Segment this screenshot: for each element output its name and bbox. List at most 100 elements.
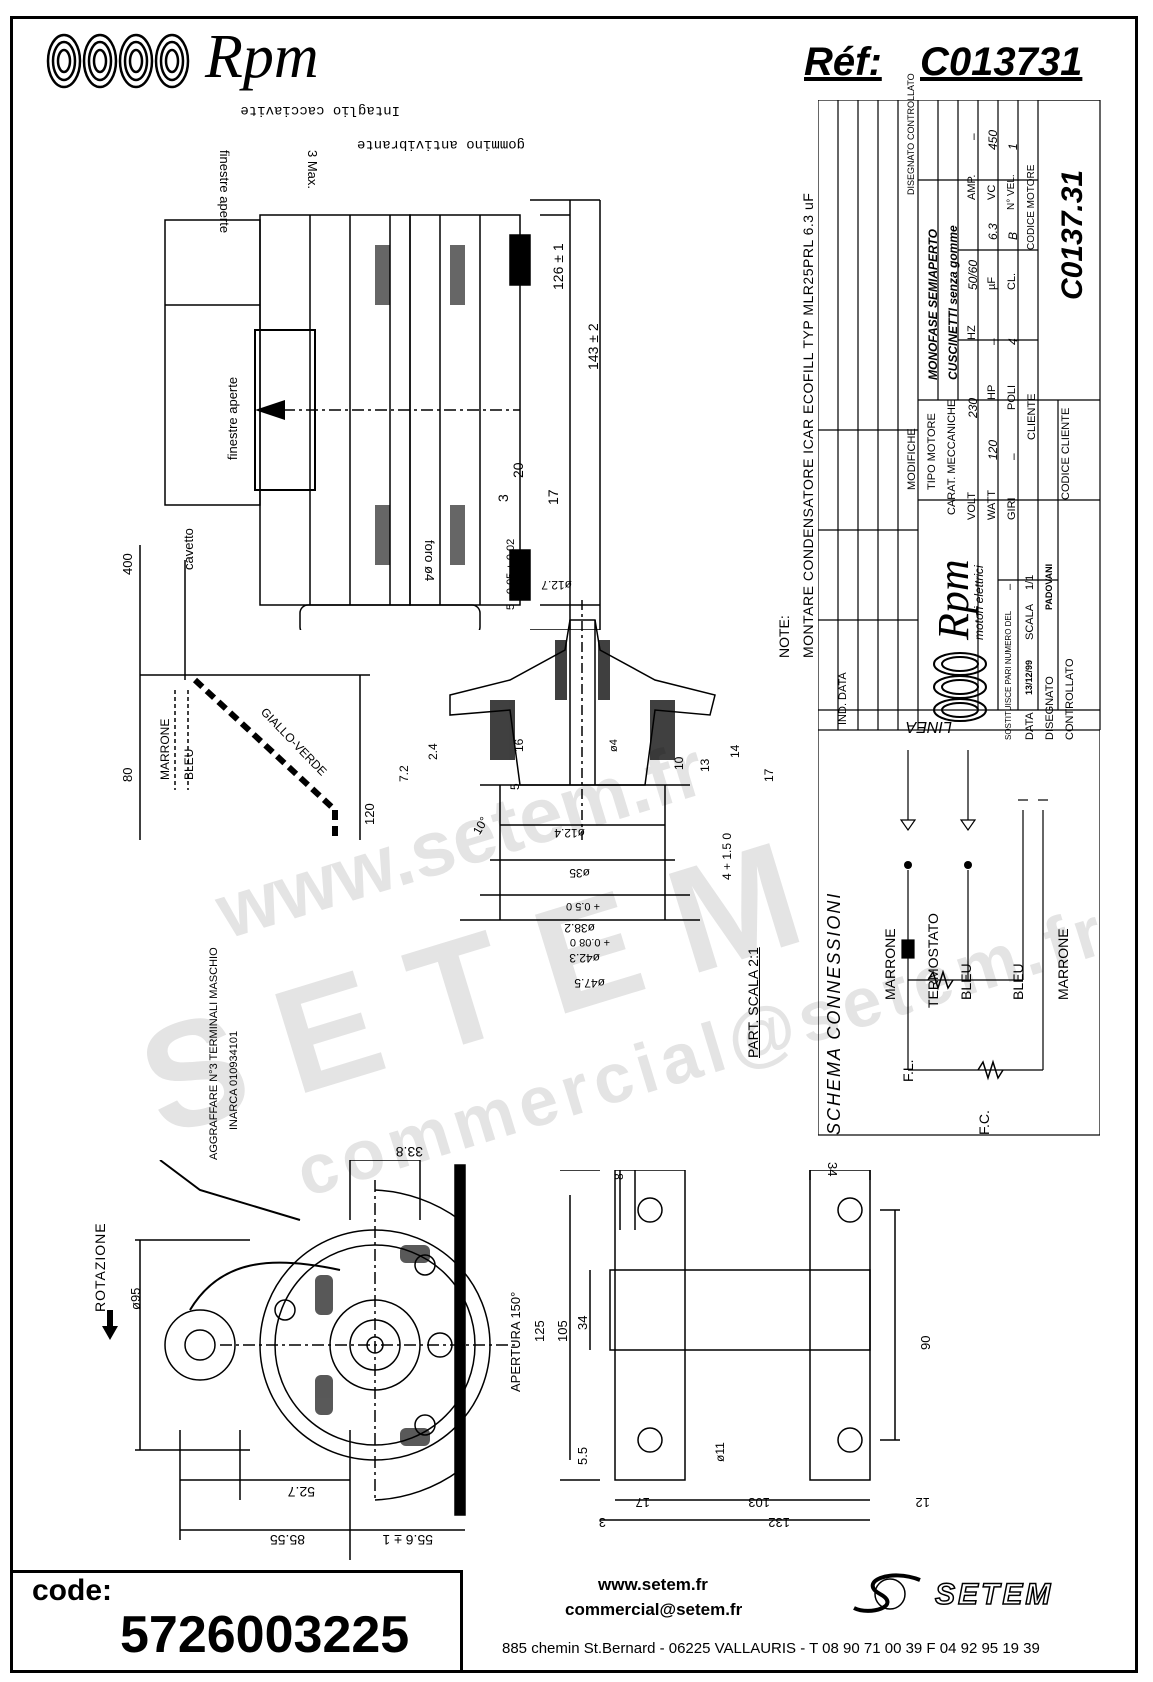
bracket-d90: 90 — [918, 1335, 933, 1350]
front-d556: 55.6 ± 1 — [382, 1532, 434, 1548]
tb-data-value: 13/12/99 — [1024, 659, 1034, 695]
part-d127: ø12.7 — [541, 578, 572, 592]
front-d8555: 85.55 — [269, 1532, 305, 1548]
bracket-d34-top: 34 — [825, 1162, 840, 1177]
part-d423: ø42.3 — [569, 951, 600, 965]
part-scale-label: PART. SCALA 2:1 — [745, 947, 761, 1058]
tb-controllato-label: CONTROLLATO — [1064, 658, 1076, 741]
schema-marrone2: MARRONE — [1055, 928, 1071, 1000]
tb-giri-value: – — [1006, 453, 1020, 460]
tb-codice-motore-label: CODICE MOTORE — [1026, 164, 1037, 250]
schema-marrone1: MARRONE — [882, 928, 898, 1000]
tb-watt-label: WATT — [986, 490, 998, 520]
schema-termostato: TERMOSTATO — [925, 913, 941, 1008]
part-h13: 13 — [698, 758, 712, 772]
rotation-arrow-icon — [102, 1310, 118, 1340]
footer-web[interactable]: www.setem.fr — [598, 1575, 708, 1594]
front-rotazione: ROTAZIONE — [92, 1222, 108, 1312]
code-label: code: — [32, 1574, 113, 1607]
tb-nvel-value: 1 — [1006, 143, 1020, 150]
part-d475: ø47.5 — [574, 976, 605, 990]
tb-vc-value: 450 — [986, 129, 1000, 150]
bracket-d34: 34 — [575, 1315, 590, 1330]
tb-cl-value: B — [1006, 231, 1020, 240]
bracket-d132: 132 — [768, 1515, 790, 1530]
bracket-d103: 103 — [748, 1495, 770, 1510]
footer-email[interactable]: commercial@setem.fr — [565, 1600, 743, 1619]
tb-watt-value: 120 — [986, 439, 1000, 460]
tb-carat-label: CARAT. MECCANICHE — [946, 399, 958, 515]
footer-address: 885 chemin St.Bernard - 06225 VALLAURIS … — [502, 1640, 1040, 1657]
tb-cl-label: CL. — [1006, 272, 1018, 290]
tb-controllato-col: CONTROLLATO — [906, 73, 916, 140]
part-h5: 5 — [508, 783, 522, 790]
tb-poli-value: 4 — [1006, 338, 1020, 345]
tb-hp-value: – — [986, 338, 1000, 345]
callout-finestre-top: finestre aperte — [217, 150, 232, 234]
bracket-d8: 8 — [612, 1173, 626, 1180]
wire-marrone: MARRONE — [158, 718, 172, 780]
dim-20: 20 — [510, 462, 526, 478]
callout-finestre-bottom: finestre aperte — [225, 376, 240, 460]
part-d382: ø38.2 — [564, 921, 595, 935]
bracket-view — [560, 1170, 900, 1521]
tb-tipo-motore-label: TIPO MOTORE — [926, 413, 938, 490]
part-h72: 7.2 — [397, 765, 411, 782]
tb-disegnato-value: PADOVANI — [1044, 563, 1054, 610]
page-frame — [10, 16, 1138, 1673]
tb-poli-label: POLI — [1006, 384, 1018, 410]
callout-foro: foro ø4 — [422, 540, 437, 582]
code-value: 5726003225 — [120, 1606, 410, 1664]
front-d95: ø95 — [128, 1287, 143, 1310]
bracket-d12: 12 — [915, 1495, 930, 1510]
title-block-grid — [818, 100, 1101, 730]
bracket-d125: 125 — [532, 1320, 547, 1342]
tb-scala-label: SCALA — [1024, 603, 1036, 640]
motor-side-view — [164, 199, 601, 630]
tb-nvel-label: N° VEL. — [1006, 174, 1017, 210]
dim-17: 17 — [545, 489, 561, 505]
tb-hz-value: 50/60 — [966, 259, 980, 290]
schema-bleu1: BLEU — [958, 963, 974, 1000]
part-tol-05: + 0.5 0 — [566, 900, 600, 912]
tb-logo-sub: motori elettrici — [972, 565, 986, 640]
tb-ind: IND. — [837, 703, 849, 725]
schema-title: SCHEMA CONNESSIONI — [824, 891, 844, 1135]
tb-sostituisce-value: – — [1004, 583, 1016, 590]
code-box — [13, 1570, 463, 1670]
bracket-d3: 3 — [598, 1515, 606, 1530]
footer-brand: SETEM — [934, 1577, 1054, 1612]
wire-80: 80 — [120, 767, 135, 782]
part-h16: 16 — [512, 738, 526, 752]
tb-sostituisce-label: SOSTITUISCE PARI NUMERO DEL — [1004, 610, 1013, 740]
tb-hz-label: HZ — [966, 325, 978, 340]
tb-vc-label: VC — [986, 184, 998, 200]
tb-data-col: DATA — [837, 672, 849, 700]
tb-modifiche: MODIFICHE — [906, 428, 918, 490]
tb-scala-value: 1/1 — [1024, 574, 1036, 590]
tb-tipo-motore-value: MONOFASE SEMIAPERTO — [926, 229, 940, 380]
callout-gommino: gommino antivibrante — [356, 136, 525, 152]
callout-3max: 3 Max. — [305, 150, 320, 190]
wire-400: 400 — [120, 553, 135, 575]
part-tol-top: 5 - 0.05 + 0.02 — [505, 538, 517, 610]
tb-volt-label: VOLT — [966, 492, 978, 520]
wire-bleu: BLEU — [182, 748, 196, 780]
note-label: NOTE: — [776, 615, 792, 658]
part-detail-drawing — [449, 600, 716, 921]
part-d35: ø35 — [569, 866, 590, 880]
tb-hp-label: HP — [986, 384, 998, 400]
part-h4015: 4 + 1.5 0 — [720, 832, 734, 880]
tb-codice-motore-value: C0137.31 — [1056, 169, 1089, 300]
callout-intaglio: Intaglio cacciavite — [240, 102, 400, 118]
part-h14: 14 — [728, 744, 742, 758]
schema-bleu2: BLEU — [1010, 963, 1026, 1000]
front-d338: 33.8 — [395, 1144, 423, 1160]
setem-logo-icon — [853, 1573, 921, 1613]
part-d124: ø12.4 — [554, 826, 585, 840]
tb-giri-label: GIRI — [1006, 497, 1018, 520]
part-h17: 17 — [762, 768, 776, 782]
ref-value: C013731 — [920, 40, 1083, 84]
bracket-d105: 105 — [555, 1320, 570, 1342]
